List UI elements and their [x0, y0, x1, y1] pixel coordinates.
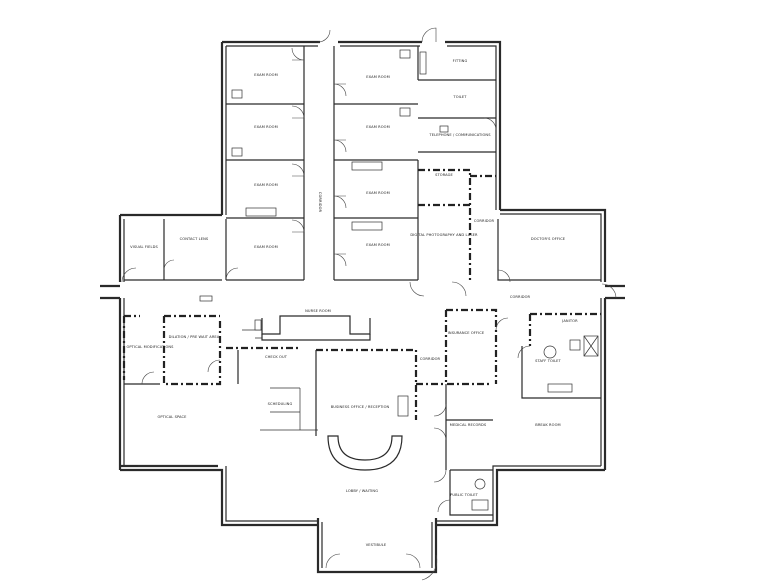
label-break: BREAK ROOM [535, 423, 560, 427]
label-telephone: TELEPHONE / COMMUNICATIONS [428, 133, 491, 137]
label-toilet: TOILET [452, 95, 467, 99]
label-exam3: EXAM ROOM [254, 183, 278, 187]
label-public-toilet: PUBLIC TOILET [450, 493, 479, 497]
label-corridor-mid: CORRIDOR [420, 357, 441, 361]
west-wing-interior [121, 219, 318, 431]
label-lobby: LOBBY / WAITING [346, 489, 378, 493]
reception-area [242, 315, 418, 471]
label-fitting: FITTING [453, 59, 468, 63]
label-doctors-office: DOCTOR'S OFFICE [531, 237, 566, 241]
label-exam6: EXAM ROOM [366, 125, 390, 129]
label-nurse: NURSE ROOM [305, 309, 331, 313]
room-labels: EXAM ROOM EXAM ROOM EXAM ROOM EXAM ROOM … [126, 59, 578, 547]
label-digital: DIGITAL PHOTOGRAPHY AND LASER [410, 233, 478, 237]
label-insurance: INSURANCE OFFICE [448, 331, 485, 335]
label-checkout: CHECK OUT [265, 355, 288, 359]
exterior-walls [100, 40, 625, 574]
label-contact-lens: CONTACT LENS [180, 237, 209, 241]
label-exam1: EXAM ROOM [254, 73, 278, 77]
label-staff-toilet: STAFF TOILET [535, 359, 561, 363]
label-exam4: EXAM ROOM [254, 245, 278, 249]
label-exam7: EXAM ROOM [366, 191, 390, 195]
vestibule-doors [325, 553, 438, 581]
label-vestibule: VESTIBULE [366, 543, 387, 547]
label-visual-fields: VISUAL FIELDS [130, 245, 158, 249]
label-medical-records: MEDICAL RECORDS [450, 423, 487, 427]
label-business: BUSINESS OFFICE / RECEPTION [331, 405, 390, 409]
label-schedule: SCHEDULING [268, 402, 293, 406]
label-janitor: JANITOR [561, 319, 578, 323]
label-optical-retail: OPTICAL SPACE [157, 415, 187, 419]
label-exam8: EXAM ROOM [366, 243, 390, 247]
label-optical-mod: OPTICAL MODIFICATIONS [126, 345, 174, 349]
label-exam2: EXAM ROOM [254, 125, 278, 129]
label-dilation: DILATION / PRE WAIT AREA [169, 335, 220, 339]
label-corridor-main: CORRIDOR [510, 295, 531, 299]
label-corridor-east: CORRIDOR [474, 219, 495, 223]
east-wing-interior [409, 219, 617, 516]
label-corridor-north: CORRIDOR [318, 192, 322, 213]
north-wing-interior [226, 27, 497, 281]
label-storage: STORAGE [435, 173, 453, 177]
label-exam5: EXAM ROOM [366, 75, 390, 79]
